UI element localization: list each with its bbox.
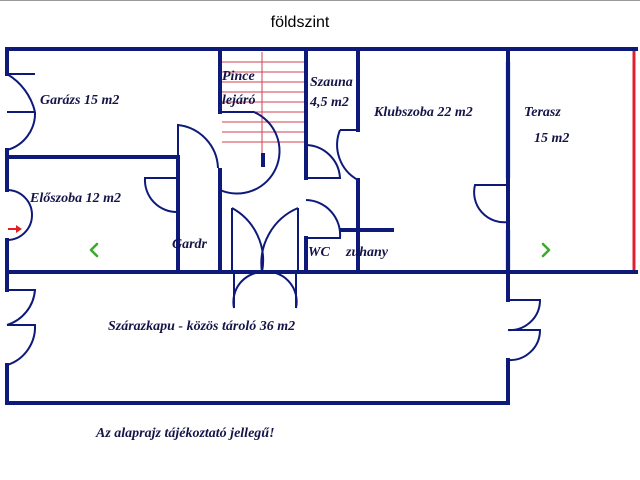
room-zuhany: zuhany: [345, 245, 389, 260]
room-gardrob: Gardr: [172, 237, 208, 252]
room-szauna-line2: 4,5 m2: [309, 95, 349, 110]
room-terasz-line1: Terasz: [524, 105, 561, 120]
chevron-right-icon: [541, 242, 551, 258]
chevron-left-icon: [89, 242, 99, 258]
page-title: földszint: [270, 14, 330, 31]
disclaimer-note: Az alaprajz tájékoztató jellegű!: [95, 426, 275, 441]
room-klubszoba: Klubszoba 22 m2: [373, 105, 473, 120]
room-eloszoba: Előszoba 12 m2: [29, 191, 121, 206]
room-szauna-line1: Szauna: [310, 75, 353, 90]
room-pince-line2: lejáró: [222, 93, 255, 108]
room-wc: WC: [308, 245, 330, 260]
room-garazs: Garázs 15 m2: [40, 93, 119, 108]
prev-image-button[interactable]: [80, 236, 108, 264]
walls: [5, 47, 638, 405]
room-szarazkapu: Szárazkapu - közös tároló 36 m2: [108, 319, 295, 334]
room-pince-line1: Pince: [222, 69, 255, 84]
next-image-button[interactable]: [532, 236, 560, 264]
arrow-right-icon: [8, 225, 22, 233]
doors: [6, 73, 542, 366]
top-rule: [0, 0, 640, 1]
room-terasz-line2: 15 m2: [534, 131, 569, 146]
